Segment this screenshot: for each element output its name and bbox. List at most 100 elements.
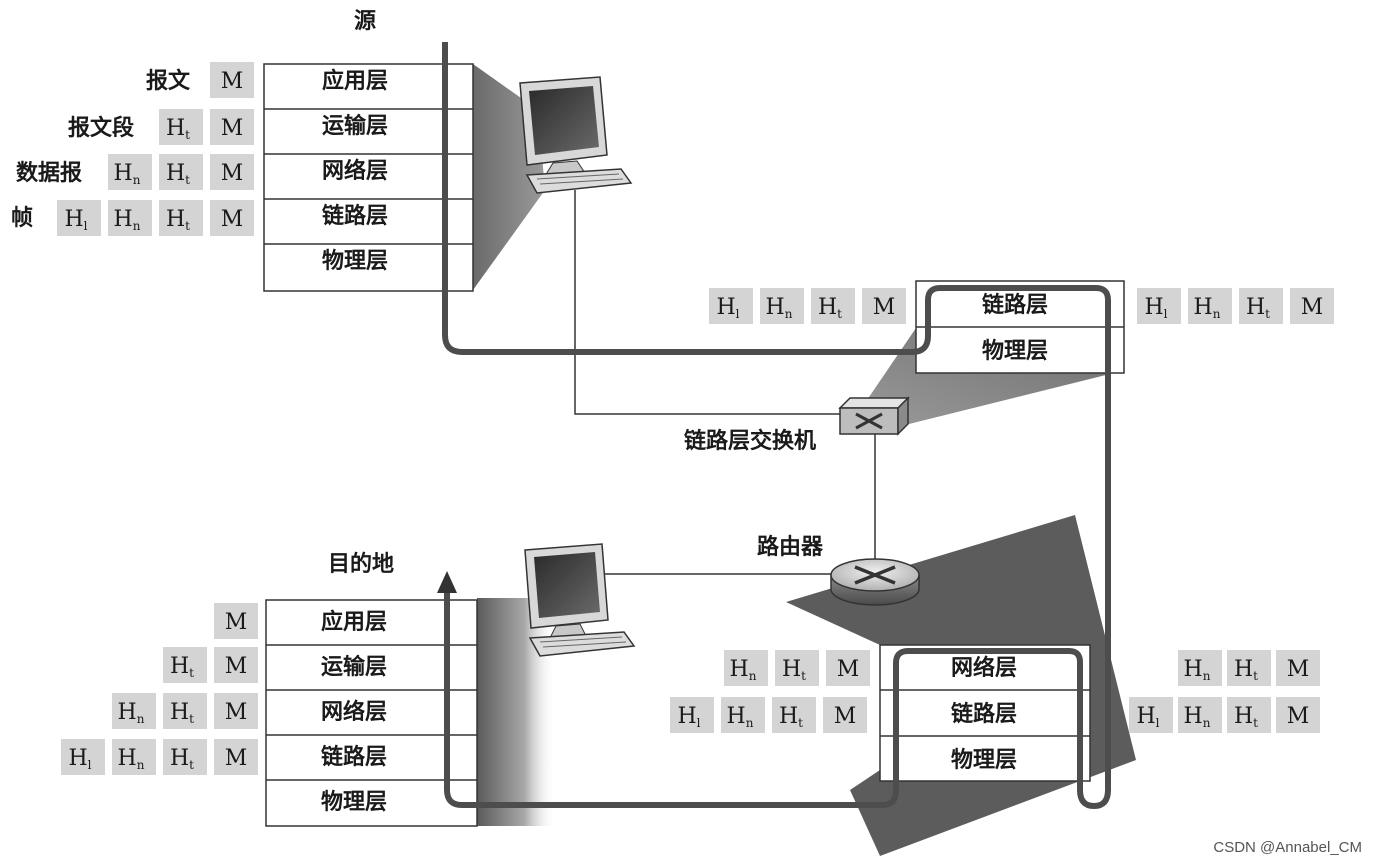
dest-layer-link: 链路层 (321, 744, 387, 770)
computer-icon (519, 76, 633, 194)
svg-text:Hl: Hl (716, 295, 739, 321)
svg-text:Ht: Ht (166, 116, 190, 142)
hn-header-cell: Hn (1178, 697, 1222, 733)
arrow-up-icon (437, 571, 457, 593)
message-cell: M (214, 647, 258, 683)
svg-text:M: M (221, 207, 244, 232)
svg-text:M: M (834, 704, 857, 729)
dest-layer-application: 应用层 (321, 609, 387, 635)
message-cell: M (214, 693, 258, 729)
hn-header-cell: Hn (112, 739, 156, 775)
ht-header-cell: Ht (772, 697, 816, 733)
hn-header-cell: Hn (760, 288, 804, 324)
ht-header-cell: Ht (163, 739, 207, 775)
message-label: 报文 (146, 68, 191, 94)
message-cell: M (1276, 650, 1320, 686)
hn-header-cell: Hn (721, 697, 765, 733)
ht-header-cell: Ht (163, 693, 207, 729)
svg-text:M: M (1287, 704, 1310, 729)
svg-text:Hl: Hl (677, 704, 700, 730)
router-layer-network: 网络层 (951, 655, 1017, 681)
router-label: 路由器 (757, 534, 824, 560)
destination-host-shade (477, 598, 556, 826)
datagram-label: 数据报 (16, 160, 82, 186)
watermark: CSDN @Annabel_CM (1213, 839, 1362, 856)
source-stack: 应用层 运输层 网络层 链路层 物理层 (263, 63, 474, 292)
svg-text:M: M (1301, 295, 1324, 320)
destination-stack: 应用层 运输层 网络层 链路层 物理层 (265, 599, 478, 827)
dest-layer-network: 网络层 (321, 699, 387, 725)
hn-header-cell: Hn (108, 200, 152, 236)
source-layer-transport: 运输层 (322, 113, 388, 139)
hl-header-cell: Hl (709, 288, 753, 324)
hn-header-cell: Hn (1178, 650, 1222, 686)
switch-layer-link: 链路层 (982, 292, 1048, 318)
hl-header-cell: Hl (61, 739, 105, 775)
dest-layer-physical: 物理层 (321, 789, 387, 815)
hl-header-cell: Hl (1137, 288, 1181, 324)
router-stack: 网络层 链路层 物理层 (879, 644, 1091, 782)
source-layer-physical: 物理层 (322, 248, 388, 274)
message-cell: M (210, 62, 254, 98)
ht-header-cell: Ht (775, 650, 819, 686)
message-cell: M (210, 200, 254, 236)
segment-label: 报文段 (68, 115, 134, 141)
hl-header-cell: Hl (1129, 697, 1173, 733)
svg-text:M: M (837, 657, 860, 682)
svg-text:M: M (873, 295, 896, 320)
source-layer-application: 应用层 (322, 68, 388, 94)
ht-header-cell: Ht (1239, 288, 1283, 324)
ht-header-cell: Ht (163, 647, 207, 683)
message-cell: M (210, 154, 254, 190)
source-label: 源 (354, 8, 376, 34)
svg-text:Hn: Hn (114, 207, 141, 233)
svg-text:Hl: Hl (68, 746, 91, 772)
svg-text:Ht: Ht (170, 654, 194, 680)
switch-layer-physical: 物理层 (982, 338, 1048, 364)
message-cell: M (1276, 697, 1320, 733)
ht-header-cell: Ht (1227, 697, 1271, 733)
source-layer-link: 链路层 (322, 203, 388, 229)
message-cell: M (826, 650, 870, 686)
frame-label: 帧 (11, 205, 33, 231)
hn-header-cell: Hn (112, 693, 156, 729)
svg-text:M: M (225, 654, 248, 679)
svg-text:M: M (221, 116, 244, 141)
message-cell: M (210, 109, 254, 145)
ht-header-cell: Ht (159, 154, 203, 190)
message-cell: M (823, 697, 867, 733)
svg-text:M: M (221, 69, 244, 94)
svg-text:Hl: Hl (1136, 704, 1159, 730)
switch-stack-shade (850, 328, 1118, 425)
hn-header-cell: Hn (1188, 288, 1232, 324)
switch-icon (838, 396, 910, 436)
message-cell: M (214, 739, 258, 775)
ht-header-cell: Ht (1227, 650, 1271, 686)
switch-stack: 链路层 物理层 (915, 280, 1125, 374)
svg-text:M: M (225, 700, 248, 725)
svg-text:Hn: Hn (118, 746, 145, 772)
switch-label: 链路层交换机 (684, 428, 816, 454)
message-cell: M (1290, 288, 1334, 324)
router-layer-physical: 物理层 (951, 747, 1017, 773)
svg-text:Hl: Hl (64, 207, 87, 233)
hn-header-cell: Hn (108, 154, 152, 190)
svg-text:M: M (1287, 657, 1310, 682)
svg-text:M: M (225, 746, 248, 771)
hl-header-cell: Hl (57, 200, 101, 236)
source-layer-network: 网络层 (322, 158, 388, 184)
hn-header-cell: Hn (724, 650, 768, 686)
destination-label: 目的地 (328, 551, 394, 577)
ht-header-cell: Ht (159, 109, 203, 145)
svg-text:M: M (221, 161, 244, 186)
router-layer-link: 链路层 (951, 701, 1017, 727)
ht-header-cell: Ht (811, 288, 855, 324)
svg-text:Hl: Hl (1144, 295, 1167, 321)
router-icon (830, 558, 920, 606)
message-cell: M (862, 288, 906, 324)
ht-header-cell: Ht (159, 200, 203, 236)
hl-header-cell: Hl (670, 697, 714, 733)
data-path (442, 42, 1111, 809)
